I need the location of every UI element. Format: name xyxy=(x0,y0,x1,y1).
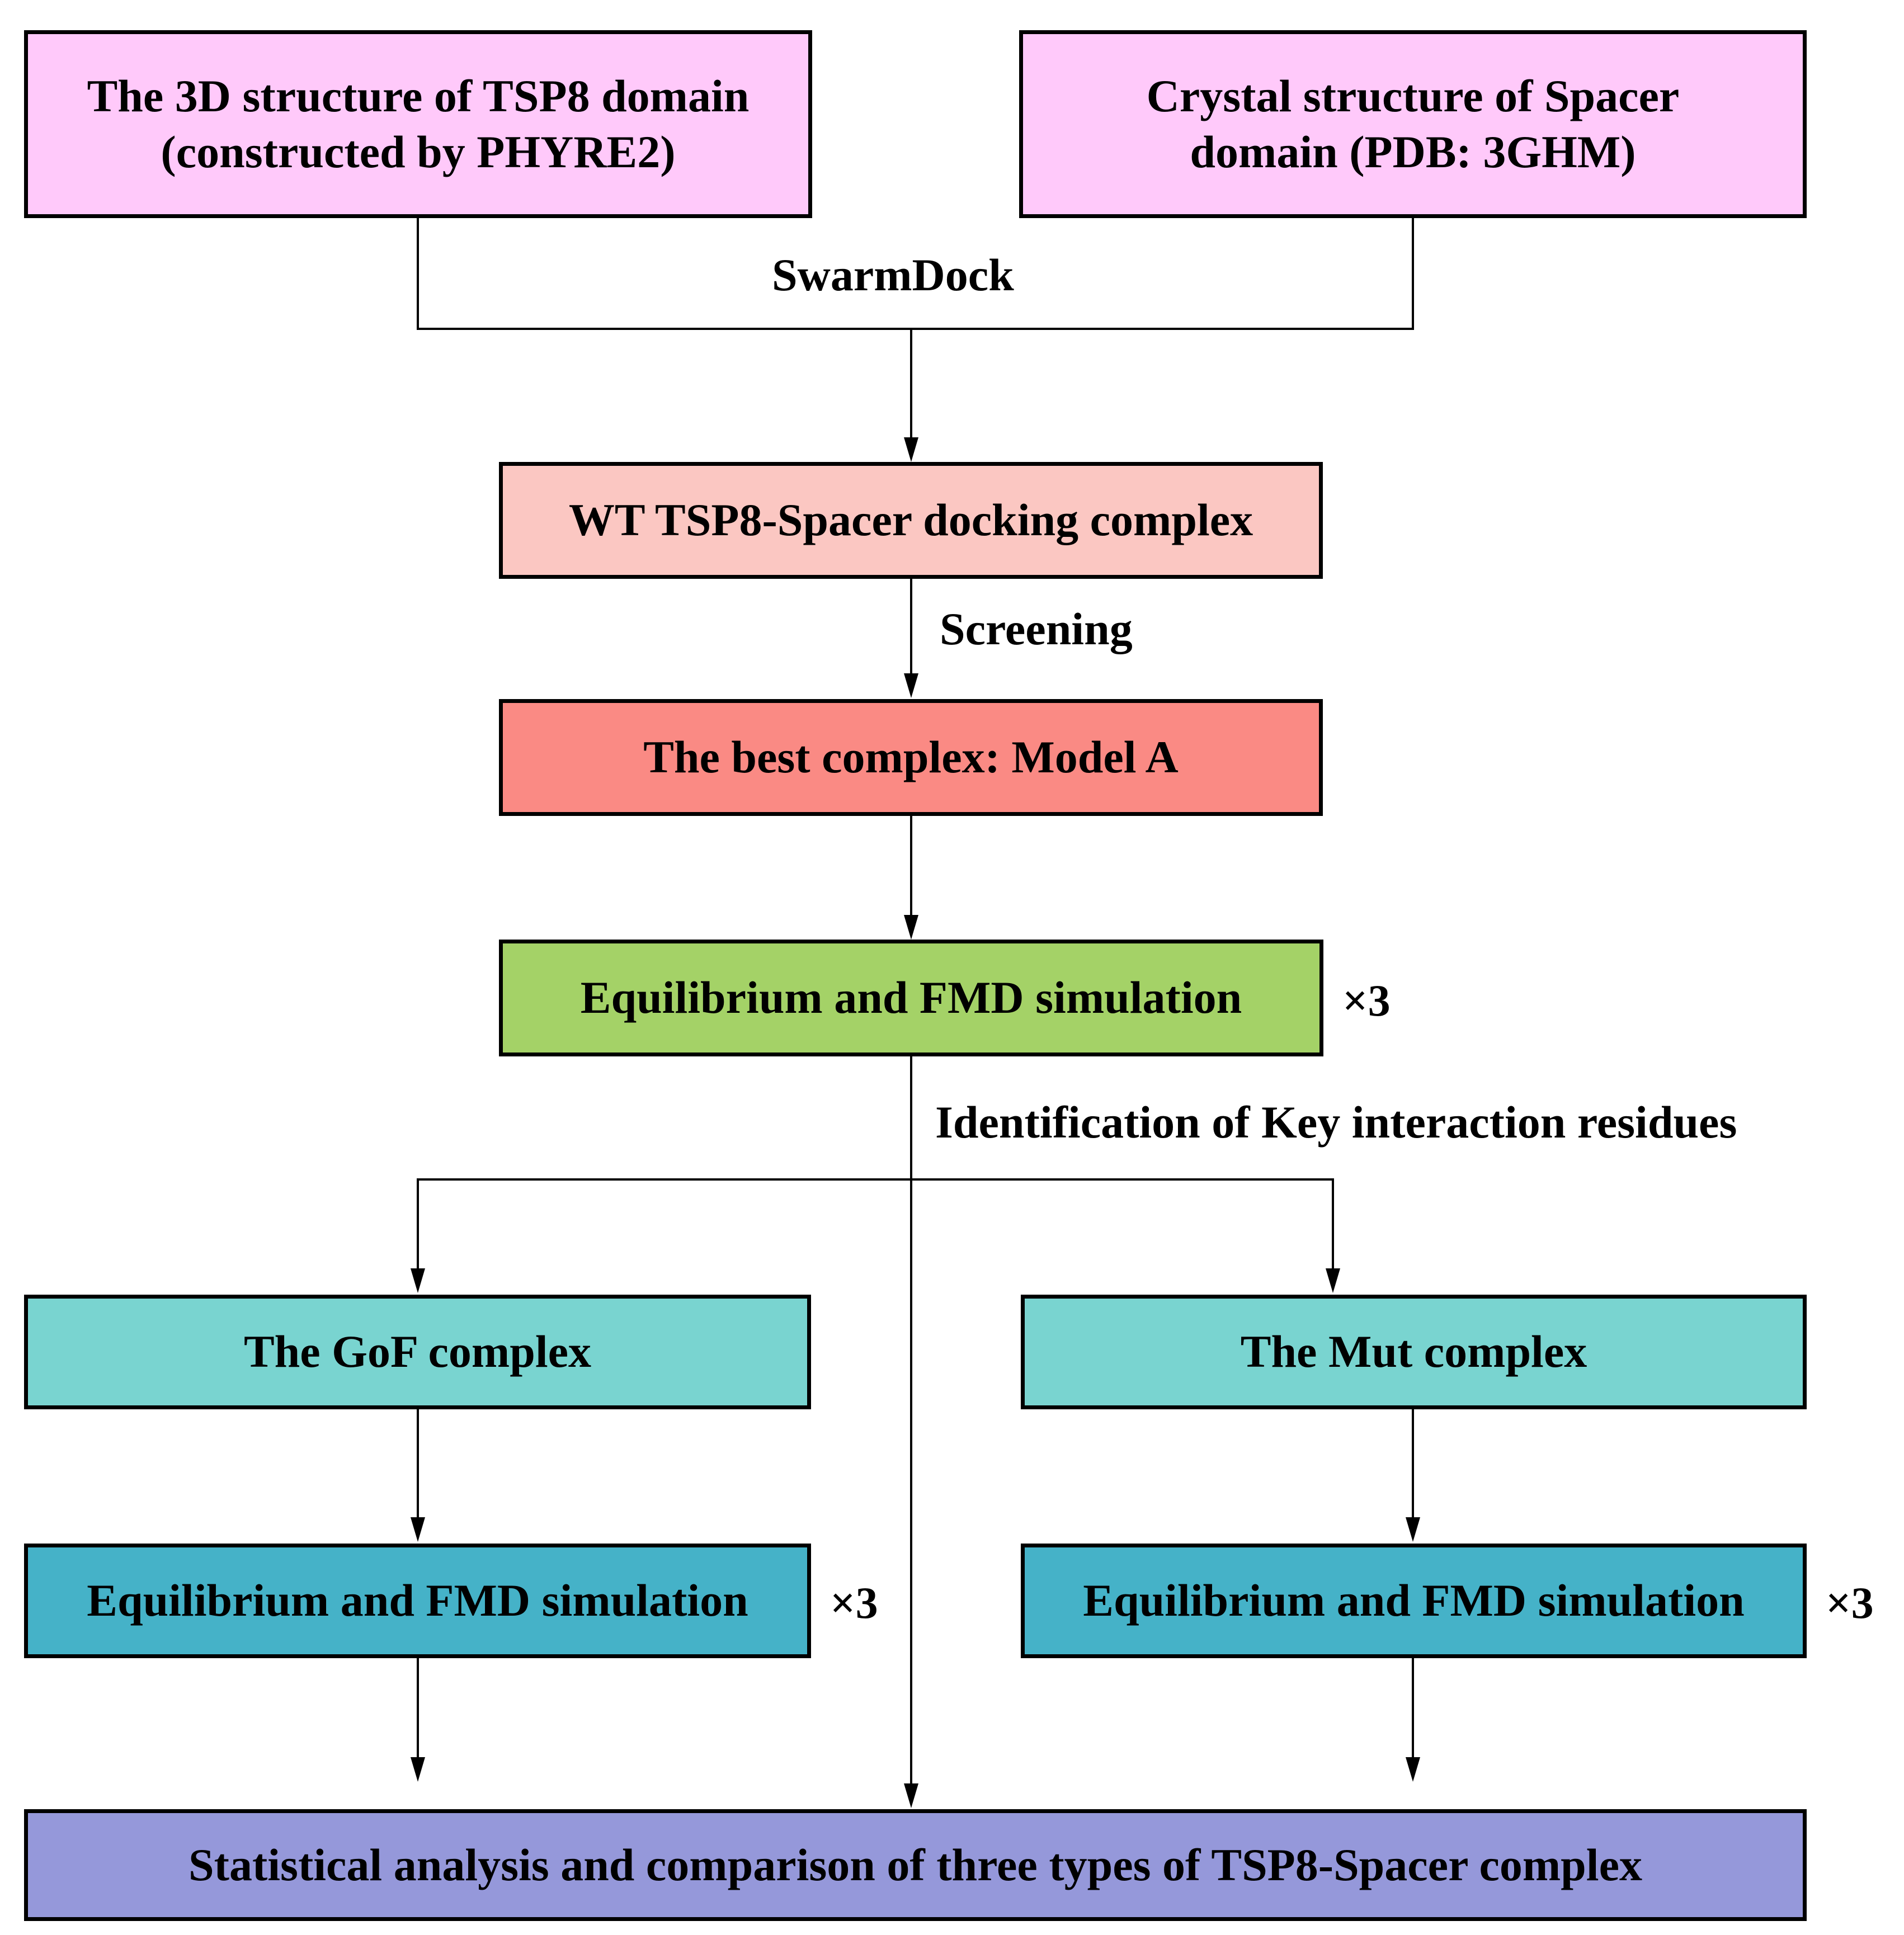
edge-mut-to-mut-simulation xyxy=(1412,1409,1414,1519)
edge-gof-simulation-to-statistical xyxy=(417,1658,419,1759)
edge-best-to-simulation xyxy=(910,816,912,917)
node-tsp8-structure-line2: (constructed by PHYRE2) xyxy=(161,126,676,177)
edge-branch-bar xyxy=(417,1178,1334,1181)
edge-docking-to-best xyxy=(910,579,912,675)
node-spacer-structure[interactable]: Crystal structure of Spacer domain (PDB:… xyxy=(1019,30,1807,218)
arrowhead-mut-to-statistical xyxy=(1406,1757,1420,1782)
node-spacer-structure-line2: domain (PDB: 3GHM) xyxy=(1190,126,1636,177)
node-wt-docking-complex[interactable]: WT TSP8-Spacer docking complex xyxy=(499,462,1323,579)
edge-branch-right xyxy=(1332,1178,1334,1270)
node-wt-docking-complex-label: WT TSP8-Spacer docking complex xyxy=(568,494,1253,546)
node-tsp8-structure-line1: The 3D structure of TSP8 domain xyxy=(87,70,750,121)
node-statistical-analysis[interactable]: Statistical analysis and comparison of t… xyxy=(24,1809,1807,1921)
arrowhead-to-best xyxy=(904,673,918,698)
node-mut-complex[interactable]: The Mut complex xyxy=(1021,1295,1807,1409)
arrowhead-to-gof-simulation xyxy=(411,1517,425,1542)
node-mut-simulation[interactable]: Equilibrium and FMD simulation xyxy=(1021,1544,1807,1658)
edge-mut-simulation-to-statistical xyxy=(1412,1658,1414,1759)
node-best-complex-label: The best complex: Model A xyxy=(643,731,1179,783)
edge-merge-bar xyxy=(417,328,1414,330)
edge-label-identification: Identification of Key interaction residu… xyxy=(935,1097,1737,1148)
multiplier-mut-runs: ×3 xyxy=(1826,1579,1874,1628)
arrowhead-to-gof xyxy=(411,1268,425,1293)
multiplier-gof-runs: ×3 xyxy=(830,1579,878,1628)
edge-simulation-down xyxy=(910,1056,912,1213)
edge-spacer-down xyxy=(1412,218,1414,330)
node-gof-simulation-label: Equilibrium and FMD simulation xyxy=(87,1575,748,1626)
arrowhead-gof-to-statistical xyxy=(411,1757,425,1782)
node-mut-simulation-label: Equilibrium and FMD simulation xyxy=(1083,1575,1745,1626)
arrowhead-to-mut-simulation xyxy=(1406,1517,1420,1542)
edge-gof-to-gof-simulation xyxy=(417,1409,419,1519)
node-wt-simulation-label: Equilibrium and FMD simulation xyxy=(580,972,1242,1023)
node-gof-complex[interactable]: The GoF complex xyxy=(24,1295,811,1409)
node-gof-complex-label: The GoF complex xyxy=(243,1326,591,1377)
arrowhead-to-mut xyxy=(1326,1268,1340,1293)
arrowhead-to-simulation xyxy=(904,915,918,940)
node-gof-simulation[interactable]: Equilibrium and FMD simulation xyxy=(24,1544,811,1658)
node-mut-complex-label: The Mut complex xyxy=(1240,1326,1587,1377)
node-statistical-analysis-label: Statistical analysis and comparison of t… xyxy=(188,1839,1642,1890)
arrowhead-center-to-statistical xyxy=(904,1783,918,1808)
edge-label-screening: Screening xyxy=(940,603,1133,654)
edge-label-swarmdock: SwarmDock xyxy=(772,249,1014,300)
edge-branch-left xyxy=(417,1178,419,1270)
edge-merge-to-docking xyxy=(910,328,912,440)
node-spacer-structure-line1: Crystal structure of Spacer xyxy=(1146,70,1680,121)
node-tsp8-structure[interactable]: The 3D structure of TSP8 domain (constru… xyxy=(24,30,812,218)
edge-center-trunk xyxy=(910,1178,912,1785)
edge-tsp8-down xyxy=(417,218,419,330)
node-wt-simulation[interactable]: Equilibrium and FMD simulation xyxy=(499,940,1323,1056)
multiplier-wt-runs: ×3 xyxy=(1342,976,1391,1026)
node-best-complex[interactable]: The best complex: Model A xyxy=(499,699,1323,816)
arrowhead-to-docking xyxy=(904,437,918,462)
